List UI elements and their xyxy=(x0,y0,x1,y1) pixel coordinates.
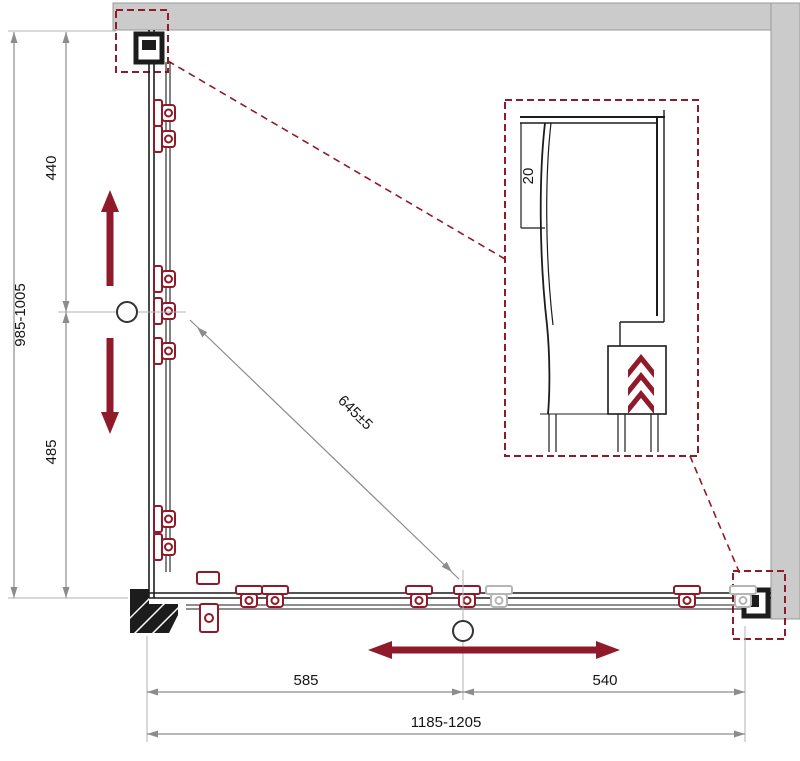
seal-chevron-icon xyxy=(628,390,654,414)
roller-fitting xyxy=(453,585,481,608)
bottom-right-callout-box xyxy=(732,570,786,640)
roller-fitting xyxy=(235,585,263,608)
door-guide-screw xyxy=(204,613,214,623)
dim-bottom-door-label: 585 xyxy=(293,672,318,689)
roller-fitting xyxy=(153,265,176,293)
dim-diagonal-label: 645±5 xyxy=(334,392,376,433)
horizontal-rail-fittings xyxy=(196,570,757,700)
detail-dimension-label: 20 xyxy=(520,168,537,185)
roller-fitting-ghost xyxy=(485,585,513,608)
right-wall-profile-insert xyxy=(749,595,759,607)
dim-bottom-fixed-label: 540 xyxy=(592,672,617,689)
slide-right-arrow-icon xyxy=(596,641,620,659)
callout-leader-bottom xyxy=(689,455,741,575)
roller-fitting xyxy=(153,533,176,561)
top-wall xyxy=(112,2,800,31)
dimension-diagonal: 645±5 xyxy=(189,319,460,580)
detail-profile-section xyxy=(520,110,667,452)
roller-fitting xyxy=(153,125,176,153)
left-door-knob xyxy=(116,301,138,323)
slide-up-arrow-icon xyxy=(101,190,119,212)
walls xyxy=(112,2,800,620)
dim-left-total-label: 985-1005 xyxy=(12,283,29,346)
roller-fitting xyxy=(153,505,176,533)
roller-fitting xyxy=(153,297,176,325)
dimension-bottom-door: 585 xyxy=(147,672,463,696)
callout-leader-top xyxy=(167,60,506,260)
roller-fitting xyxy=(261,585,289,608)
top-left-callout-box xyxy=(115,9,169,73)
detail-callouts xyxy=(115,9,786,640)
detail-view-box xyxy=(504,99,699,457)
right-wall xyxy=(770,2,800,620)
dimension-bottom-fixed: 540 xyxy=(463,672,745,696)
dimension-left-total: 985-1005 xyxy=(10,32,29,598)
glass-panels xyxy=(148,30,771,610)
top-wall-profile-insert xyxy=(142,40,156,50)
dimension-left-upper: 440 xyxy=(43,32,70,312)
roller-fitting xyxy=(405,585,433,608)
detail-view: 20 xyxy=(504,99,699,457)
roller-fitting xyxy=(673,585,701,608)
door-guide-block xyxy=(196,571,220,585)
dimension-bottom-total: 1185-1205 xyxy=(147,714,745,738)
roller-fitting xyxy=(153,337,176,365)
top-wall-profile-bracket xyxy=(133,31,165,65)
dim-bottom-total-label: 1185-1205 xyxy=(411,714,482,731)
bottom-door-knob xyxy=(452,620,474,642)
corner-bracket xyxy=(130,589,178,633)
dim-left-upper-label: 440 xyxy=(43,155,60,180)
dim-left-lower-label: 485 xyxy=(43,439,60,464)
vertical-rail-fittings xyxy=(58,99,186,561)
roller-fitting xyxy=(153,99,176,127)
slide-down-arrow-icon xyxy=(101,412,119,434)
slide-left-arrow-icon xyxy=(368,641,392,659)
slide-direction-arrows xyxy=(101,190,620,659)
wall-brackets xyxy=(133,31,771,619)
dimension-left-lower: 485 xyxy=(43,312,70,598)
